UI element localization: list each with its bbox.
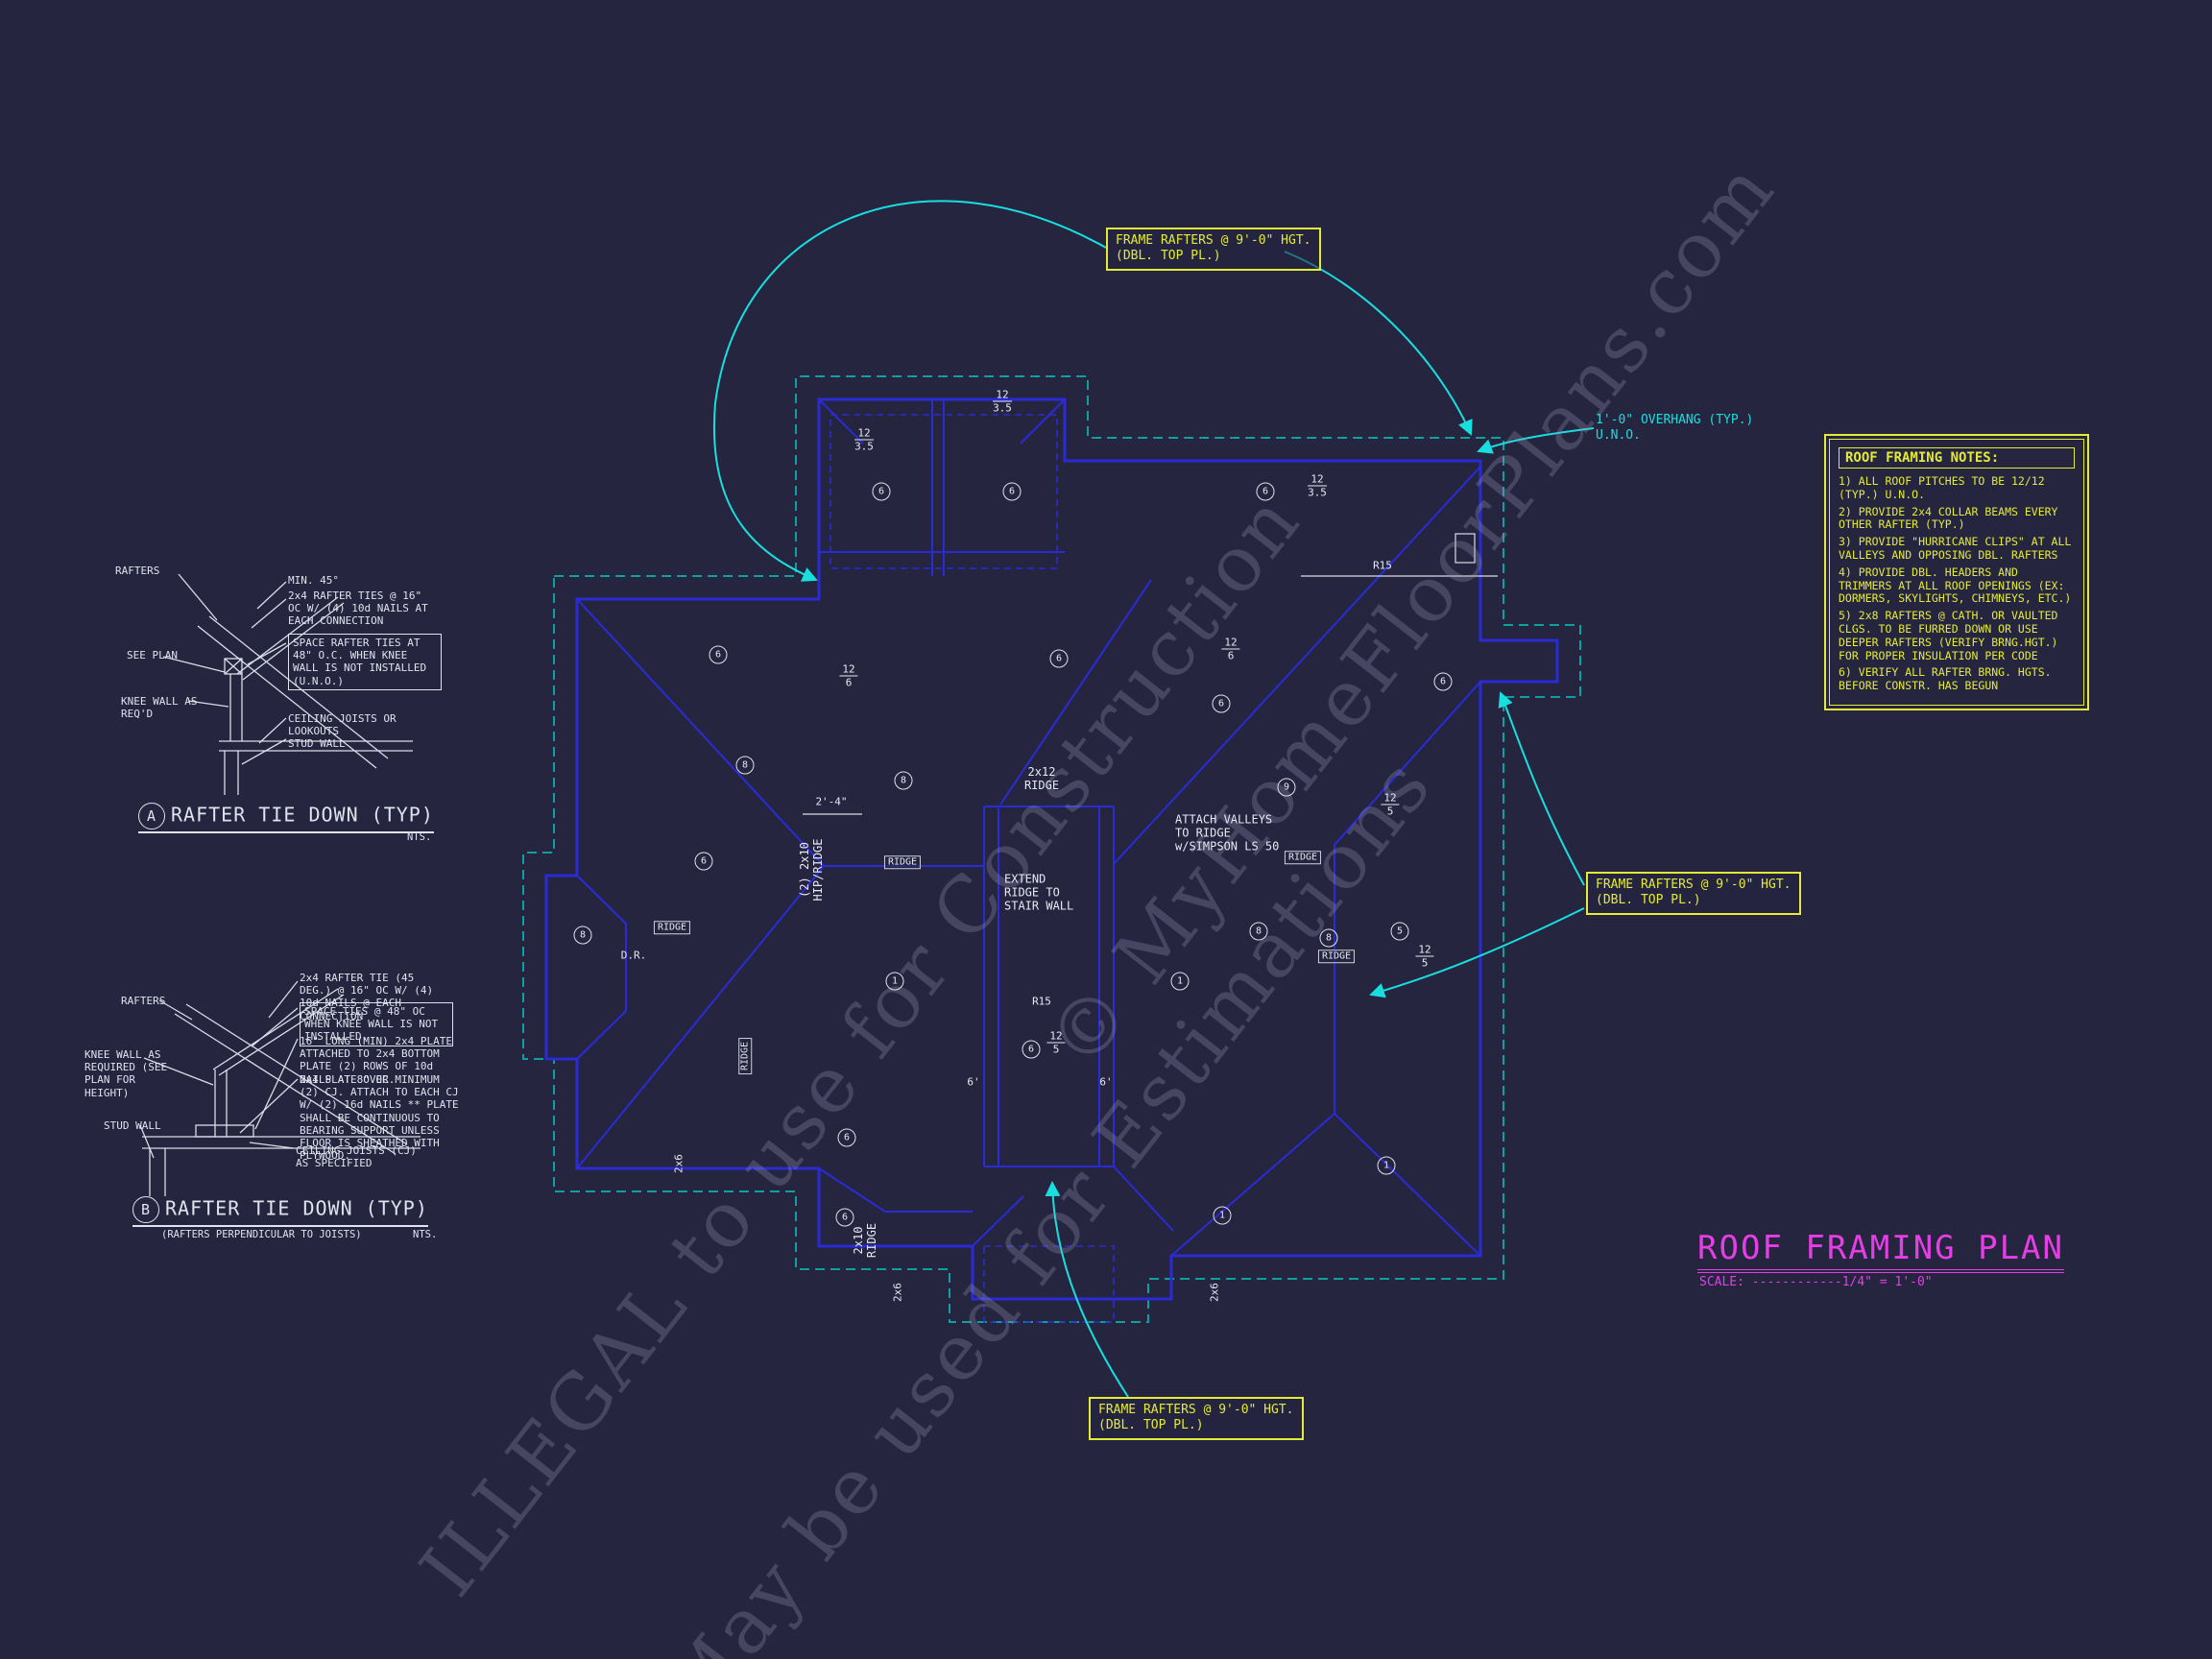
plan-label: 2x6 bbox=[891, 1283, 904, 1302]
callout-frame-rafters-right: FRAME RAFTERS @ 9'-0" HGT. (DBL. TOP PL.… bbox=[1586, 872, 1801, 915]
detail-a-label-ceiling-joists: CEILING JOISTS OR LOOKOUTS bbox=[288, 712, 397, 738]
notes-title: ROOF FRAMING NOTES: bbox=[1839, 447, 2075, 469]
rafter-key-circle: 8 bbox=[894, 771, 913, 790]
detail-b-label-space-ties: SPACE TIES @ 48" OC WHEN KNEE WALL IS NO… bbox=[300, 1002, 453, 1046]
roof-overhang-outline bbox=[522, 375, 1581, 1323]
detail-a-letter: A bbox=[138, 803, 165, 830]
roof-framing-note: 3) PROVIDE "HURRICANE CLIPS" AT ALL VALL… bbox=[1839, 535, 2072, 562]
leader-lines bbox=[712, 200, 1595, 1398]
rafter-key-circle: 6 bbox=[1022, 1040, 1041, 1059]
detail-a-label-min45: MIN. 45° bbox=[288, 574, 339, 587]
rafter-key-circle: 6 bbox=[1212, 694, 1231, 713]
plan-label: 2x10 RIDGE bbox=[852, 1222, 878, 1259]
detail-b-subtitle: (RAFTERS PERPENDICULAR TO JOISTS) bbox=[161, 1229, 362, 1240]
ridge-hip-valley-lines bbox=[576, 398, 1481, 1257]
rafter-key-circle: 6 bbox=[837, 1128, 856, 1147]
plan-label: (2) 2x10 HIP/RIDGE bbox=[798, 838, 825, 902]
roof-framing-note: 5) 2x8 RAFTERS @ CATH. OR VAULTED CLGS. … bbox=[1839, 609, 2058, 662]
plan-label: 2x6 bbox=[672, 1154, 685, 1173]
rafter-key-circle: 6 bbox=[872, 482, 891, 501]
rafter-key-circle: 6 bbox=[1256, 482, 1275, 501]
roof-framing-note: 2) PROVIDE 2x4 COLLAR BEAMS EVERY OTHER … bbox=[1839, 504, 2058, 532]
detail-b-label-plate: 16" LONG (MIN) 2x4 PLATE ATTACHED TO 2x4… bbox=[300, 1035, 452, 1086]
callout-frame-rafters-bottom: FRAME RAFTERS @ 9'-0" HGT. (DBL. TOP PL.… bbox=[1089, 1397, 1304, 1440]
detail-b-label-rafters: RAFTERS bbox=[121, 995, 166, 1007]
sheet-scale: SCALE: ------------1/4" = 1'-0" bbox=[1699, 1275, 1933, 1289]
detail-a-label-space-ties: SPACE RAFTER TIES AT 48" O.C. WHEN KNEE … bbox=[288, 634, 442, 690]
rafter-key-circle: 1 bbox=[1377, 1156, 1396, 1175]
rafter-key-circle: 6 bbox=[709, 645, 728, 664]
rafter-key-circle: 8 bbox=[573, 926, 592, 945]
plan-label: 6' bbox=[1099, 1075, 1113, 1089]
roof-framing-notes-box: ROOF FRAMING NOTES: 1) ALL ROOF PITCHES … bbox=[1824, 434, 2089, 710]
plan-label: RIDGE bbox=[1317, 950, 1356, 963]
rafter-key-circle: 6 bbox=[1433, 672, 1453, 691]
rafter-key-circle: 8 bbox=[1249, 922, 1268, 941]
plan-label: D.R. bbox=[620, 949, 647, 962]
detail-a-label-rafters: RAFTERS bbox=[115, 565, 160, 577]
rafter-key-circle: 1 bbox=[1213, 1206, 1232, 1225]
detail-b-label-stud-wall: STUD WALL bbox=[104, 1119, 161, 1132]
rafter-key-circle: 6 bbox=[1049, 649, 1069, 668]
plan-label: ATTACH VALLEYS TO RIDGE w/SIMPSON LS 50 bbox=[1175, 812, 1280, 853]
detail-a-drawing bbox=[162, 573, 413, 795]
rafter-key-circle: 8 bbox=[1319, 928, 1338, 948]
rafter-key-circle: 6 bbox=[694, 852, 713, 871]
rafter-key-circle: 5 bbox=[1390, 922, 1409, 941]
roof-framing-note: 1) ALL ROOF PITCHES TO BE 12/12 (TYP.) U… bbox=[1839, 474, 2045, 501]
rafter-key-circle: 6 bbox=[1002, 482, 1022, 501]
rafter-key-circle: 9 bbox=[1277, 778, 1296, 797]
callout-frame-rafters-top: FRAME RAFTERS @ 9'-0" HGT. (DBL. TOP PL.… bbox=[1106, 228, 1321, 271]
detail-a-label-see-plan: SEE PLAN bbox=[127, 649, 178, 661]
sheet-title: ROOF FRAMING PLAN bbox=[1697, 1229, 2064, 1273]
hidden-roof-lines bbox=[830, 414, 1115, 1323]
rafter-key-circle: 6 bbox=[835, 1208, 854, 1227]
plan-label: RIDGE bbox=[738, 1037, 752, 1075]
plan-label: 2x12 RIDGE bbox=[1023, 765, 1060, 792]
plan-label: 2'-4" bbox=[815, 795, 848, 808]
notes-list: 1) ALL ROOF PITCHES TO BE 12/12 (TYP.) U… bbox=[1839, 474, 2075, 693]
reference-lines bbox=[803, 533, 1498, 815]
plan-label: 2x6 bbox=[1208, 1283, 1221, 1302]
overhang-note: 1'-0" OVERHANG (TYP.) U.N.O. bbox=[1596, 413, 1754, 444]
detail-b-label-ceiling-joists: CEILING JOISTS (CJ) AS SPECIFIED bbox=[296, 1144, 417, 1170]
detail-a-nts: NTS. bbox=[407, 831, 432, 843]
rafter-key-circle: 1 bbox=[885, 972, 904, 991]
plan-label: 6' bbox=[967, 1075, 980, 1089]
rafter-key-circle: 1 bbox=[1170, 972, 1190, 991]
plan-label: RIDGE bbox=[653, 921, 691, 934]
plan-label: R15 bbox=[1373, 559, 1392, 572]
rafter-key-circle: 8 bbox=[735, 756, 755, 775]
detail-b-label-plate-over-cj: 2x4 PLATE OVER MINIMUM (2) CJ. ATTACH TO… bbox=[300, 1073, 459, 1163]
detail-a-label-rafter-ties: 2x4 RAFTER TIES @ 16" OC W/ (4) 10d NAIL… bbox=[288, 589, 428, 628]
roof-framing-note: 6) VERIFY ALL RAFTER BRNG. HGTS. BEFORE … bbox=[1839, 665, 2052, 693]
plan-label: RIDGE bbox=[1284, 851, 1322, 864]
detail-b-drawing bbox=[139, 980, 421, 1196]
detail-b-nts: NTS. bbox=[413, 1229, 438, 1240]
roof-framing-note: 4) PROVIDE DBL. HEADERS AND TRIMMERS AT … bbox=[1839, 565, 2072, 606]
detail-a-label-knee-wall: KNEE WALL AS REQ'D bbox=[121, 695, 198, 721]
detail-a-label-stud-wall: STUD WALL bbox=[288, 737, 346, 750]
detail-b-label-knee-wall: KNEE WALL AS REQUIRED (SEE PLAN FOR HEIG… bbox=[84, 1048, 168, 1099]
plan-label: R15 bbox=[1032, 995, 1051, 1008]
plan-label: RIDGE bbox=[883, 855, 922, 869]
roof-framing-notes-inner: ROOF FRAMING NOTES: 1) ALL ROOF PITCHES … bbox=[1829, 439, 2084, 706]
detail-b-letter: B bbox=[132, 1196, 159, 1223]
plan-label: EXTEND RIDGE TO STAIR WALL bbox=[1004, 872, 1074, 912]
